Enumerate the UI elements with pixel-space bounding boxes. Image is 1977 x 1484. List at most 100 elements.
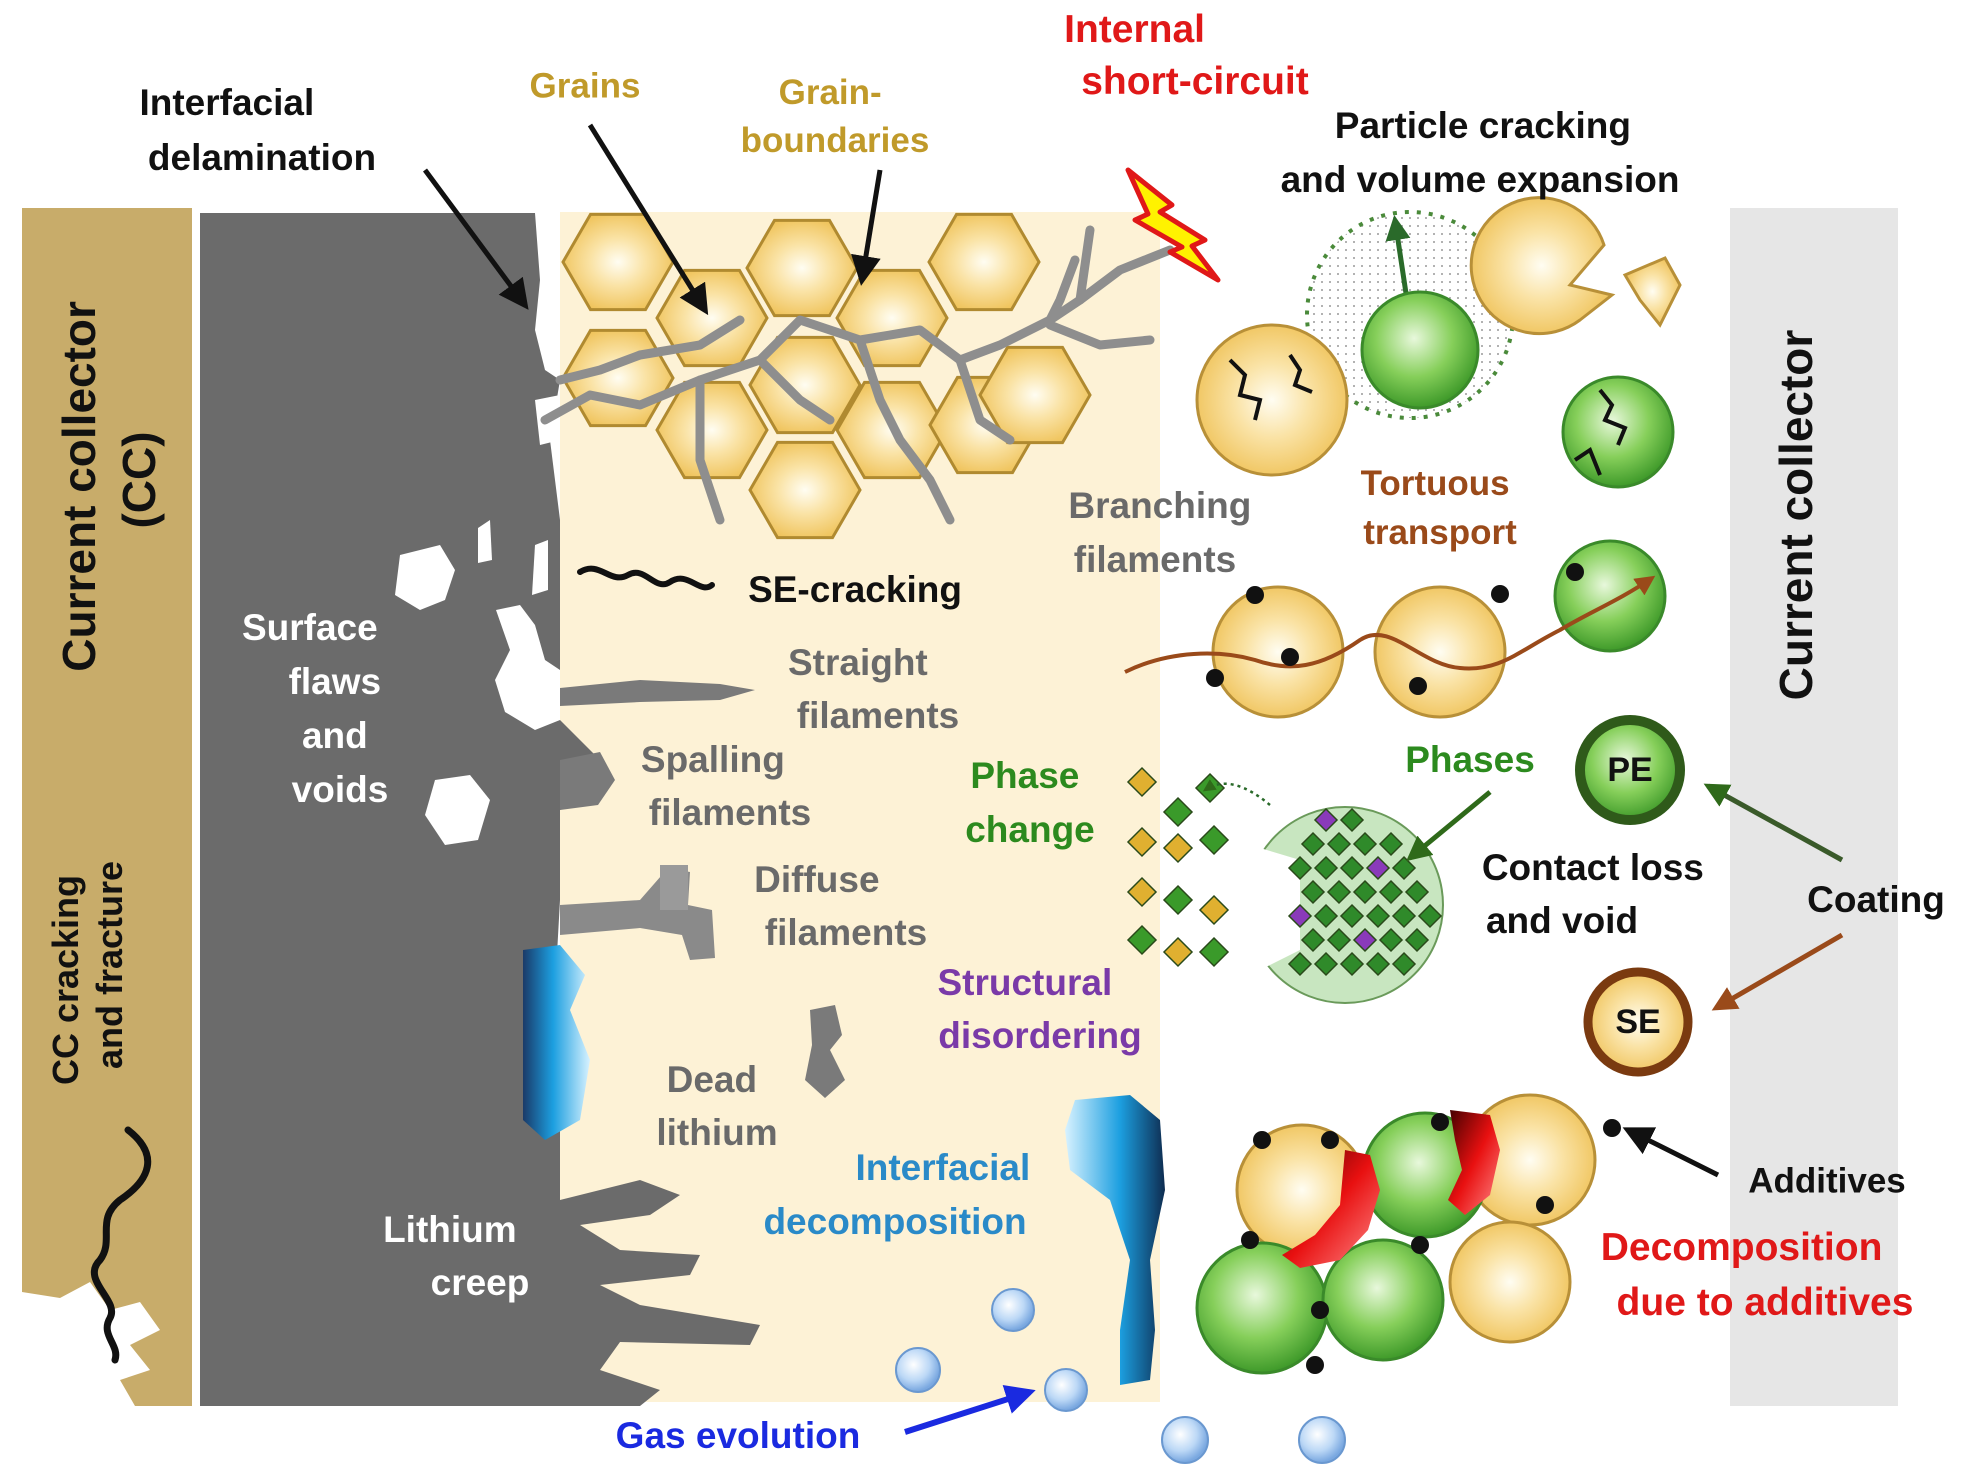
- phase-diamond: [1287, 903, 1313, 929]
- short-circuit-lightning: [1125, 167, 1221, 283]
- phase-diamond: [1404, 927, 1430, 953]
- particle-crack: [1598, 388, 1628, 446]
- grain-hexagon: [745, 218, 859, 318]
- phase-diamond: [1326, 927, 1352, 953]
- lithium-creep-label: Lithium creep: [383, 1209, 529, 1303]
- transport-dots: [1206, 563, 1584, 695]
- phase-diamond: [1365, 951, 1391, 977]
- transport-grain-1: [1211, 585, 1345, 719]
- grain-hexagon: [978, 345, 1092, 445]
- gas-bubble: [1161, 1416, 1209, 1464]
- interfacial-decomposition-left: [523, 945, 590, 1140]
- phase-diamond: [1126, 876, 1158, 908]
- phase-diamond: [1365, 855, 1391, 881]
- interfacial-delamination-label: Interfacial delamination: [139, 82, 376, 178]
- phase-diamond: [1194, 772, 1226, 804]
- grain-hexagon: [927, 212, 1041, 312]
- phase-change-diamonds: [1126, 766, 1444, 1004]
- decomposition-additives-label: Decomposition due to additives: [1601, 1226, 1914, 1324]
- gas-bubble: [895, 1347, 941, 1393]
- se-cracking-label: SE-cracking: [748, 569, 962, 610]
- dead-lithium: [805, 1005, 845, 1098]
- branching-filaments-label: Branching filaments: [1068, 485, 1261, 580]
- phase-diamond: [1162, 936, 1194, 968]
- tortuous-transport-label: Tortuous transport: [1361, 464, 1520, 552]
- dead-lithium-label: Dead lithium: [656, 1059, 777, 1153]
- phase-diamond: [1352, 831, 1378, 857]
- phase-diamond: [1339, 951, 1365, 977]
- phase-diamond: [1391, 903, 1417, 929]
- gas-bubble: [1298, 1416, 1346, 1464]
- phase-diamond: [1313, 951, 1339, 977]
- phase-diamond: [1198, 824, 1230, 856]
- current-collector-right: [1730, 208, 1898, 1406]
- phase-diamond: [1287, 951, 1313, 977]
- transport-grain-2: [1373, 585, 1507, 719]
- gas-bubbles: [895, 1288, 1346, 1464]
- pe-label: PE: [1607, 751, 1652, 789]
- current-collector-left-label: Current collector (CC): [53, 288, 165, 671]
- phase-diamond: [1339, 855, 1365, 881]
- surface-voids: [395, 395, 560, 845]
- current-collector-left: [22, 208, 192, 1406]
- branching-filaments: [540, 225, 1175, 525]
- grains-label: Grains: [530, 66, 641, 105]
- broken-fragment: [1622, 256, 1682, 328]
- delamination-arrow: [422, 168, 529, 310]
- particle-crack: [1228, 358, 1263, 421]
- cc-fracture: [22, 1282, 160, 1406]
- phase-diamond: [1287, 855, 1313, 881]
- cracked-grain-particle: [1195, 323, 1349, 477]
- additives-label: Additives: [1748, 1161, 1906, 1200]
- phase-diamond: [1162, 832, 1194, 864]
- phase-diamond: [1378, 831, 1404, 857]
- grain-hexagon: [748, 335, 862, 435]
- cracked-particle-split: [1469, 196, 1616, 336]
- gas-bubble: [1044, 1368, 1088, 1412]
- phase-diamond: [1391, 951, 1417, 977]
- structural-disordering-label: Structural disordering: [937, 962, 1141, 1056]
- coating-arrow-pe: [1703, 783, 1844, 863]
- se-cracking-line: [577, 565, 715, 591]
- additive-green-3: [1321, 1238, 1445, 1362]
- current-collector-right-label: Current collector: [1770, 330, 1822, 701]
- diffuse-filament-core: [660, 865, 688, 910]
- phase-diamond: [1126, 924, 1158, 956]
- additives-arrow: [1622, 1127, 1720, 1178]
- red-decomposition-1: [1282, 1150, 1380, 1268]
- phase-diamond: [1198, 894, 1230, 926]
- pe-particle: [1575, 715, 1685, 825]
- phase-diamond: [1198, 936, 1230, 968]
- cc-cracking-label: CC cracking and fracture: [45, 861, 130, 1085]
- phase-notch: [1240, 845, 1300, 975]
- cc-crack-line: [90, 1126, 152, 1364]
- straight-filaments-label: Straight filaments: [788, 642, 959, 736]
- phase-diamond: [1417, 903, 1443, 929]
- cracked-green-particle: [1561, 375, 1675, 489]
- phase-change-label: Phase change: [965, 755, 1095, 850]
- particle-cracking-label: Particle cracking and volume expansion: [1281, 105, 1680, 200]
- additive-dots: [1241, 1113, 1621, 1374]
- phase-diamond: [1313, 807, 1339, 833]
- straight-filament: [560, 680, 755, 706]
- green-particle-expanded: [1360, 290, 1480, 410]
- phase-arc-arrow: [1202, 779, 1271, 806]
- phase-diamond: [1300, 879, 1326, 905]
- interfacial-decomposition-label: Interfacial decomposition: [763, 1147, 1040, 1242]
- se-particle: [1583, 967, 1693, 1077]
- phase-diamond: [1300, 831, 1326, 857]
- coating-label: Coating: [1807, 879, 1945, 920]
- phase-diamond: [1313, 855, 1339, 881]
- tortuous-path: [1124, 575, 1656, 674]
- phase-diamond: [1365, 903, 1391, 929]
- transport-green: [1553, 539, 1667, 653]
- phase-diamond: [1378, 927, 1404, 953]
- gas-evolution-arrow: [904, 1385, 1036, 1435]
- phases-label: Phases: [1405, 739, 1535, 780]
- internal-short-circuit-label: Internal short-circuit: [1064, 8, 1309, 103]
- grains-arrow: [587, 123, 709, 316]
- phase-diamond: [1391, 855, 1417, 881]
- phase-diamond: [1352, 927, 1378, 953]
